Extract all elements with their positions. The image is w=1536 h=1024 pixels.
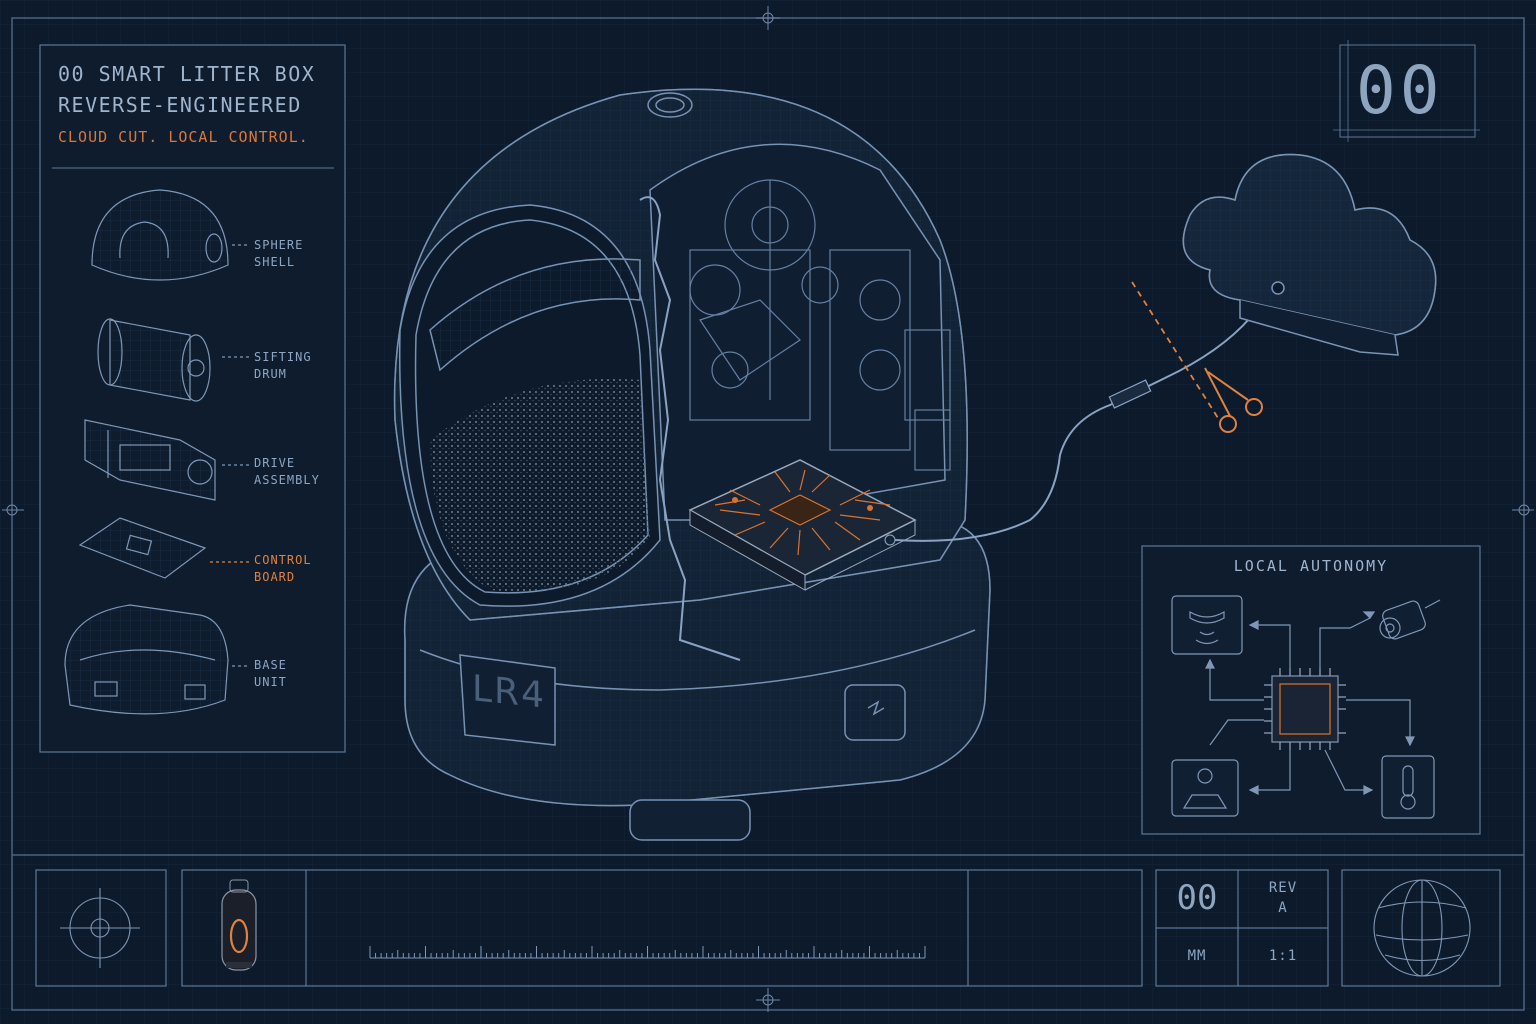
subtitle: CLOUD CUT. LOCAL CONTROL.	[58, 128, 309, 146]
rev-label: REV	[1268, 880, 1298, 896]
title-block	[35, 869, 1501, 987]
globe-icon	[1373, 879, 1471, 977]
cloud-icon	[1182, 153, 1437, 356]
control-board-highlight	[688, 459, 917, 591]
device-model-label: LR4	[472, 668, 546, 717]
units-label: MM	[1187, 948, 1207, 964]
litter-box-device	[393, 88, 991, 841]
scissors-icon	[1204, 367, 1263, 433]
scale-label: 1:1	[1268, 948, 1298, 964]
sheet-number: 00	[1176, 878, 1218, 918]
registration-marks	[2, 6, 1534, 1012]
cut-line	[1131, 281, 1219, 419]
rev-value: A	[1278, 900, 1288, 916]
title-line-1: 00 SMART LITTER BOX	[58, 62, 316, 86]
nixie-tube-icon	[221, 879, 257, 971]
crosshair-icon	[60, 888, 140, 968]
local-autonomy-title: LOCAL AUTONOMY	[1233, 557, 1389, 575]
title-line-2: REVERSE-ENGINEERED	[58, 93, 302, 117]
corner-badge: 00	[1356, 52, 1444, 129]
